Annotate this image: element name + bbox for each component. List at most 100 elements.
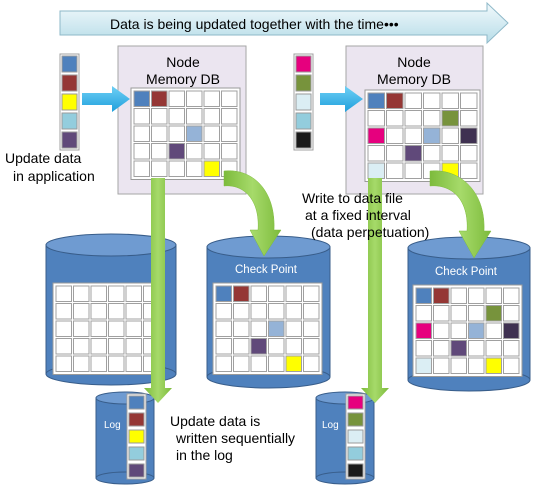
checkpoint-left-cell: [215, 303, 232, 320]
node-title-left-2: Memory DB: [146, 71, 220, 87]
data-file-cell: [73, 355, 90, 372]
log-left-block: [128, 463, 145, 478]
checkpoint-right-cell: [450, 357, 467, 374]
checkpoint-left-cell: [268, 355, 285, 372]
memory-left-cell: [221, 108, 238, 125]
checkpoint-right-cell: [485, 287, 502, 304]
memory-left-cell: [221, 90, 238, 107]
checkpoint-left-cell: [250, 320, 267, 337]
checkpoint-left-cell: [285, 355, 302, 372]
memory-right-cell: [404, 110, 422, 127]
memory-left-cell: [168, 108, 185, 125]
data-file-cell: [55, 320, 72, 337]
note-log-3: in the log: [176, 447, 233, 463]
note-update-2: in application: [13, 168, 95, 184]
log-write-arrow-left: [144, 178, 172, 403]
update-queue-left: [59, 53, 80, 151]
checkpoint-right-cell: [415, 340, 432, 357]
memory-right-cell: [404, 145, 422, 162]
data-file-cell: [73, 338, 90, 355]
checkpoint-left-cell: [250, 338, 267, 355]
banner-text: Data is being updated together with the …: [110, 16, 399, 32]
memory-left-cell: [133, 125, 150, 142]
memory-left-cell: [203, 143, 220, 160]
checkpoint-right-cell: [450, 287, 467, 304]
queue-right-block: [295, 55, 312, 73]
memory-left-cell: [133, 90, 150, 107]
checkpoint-right-cell: [433, 287, 450, 304]
memory-right-cell: [423, 92, 441, 109]
data-file-cell: [73, 285, 90, 302]
memory-right-cell: [386, 110, 404, 127]
log-left-block: [128, 395, 145, 410]
data-file-cell: [73, 320, 90, 337]
note-write-3: (data perpetuation): [311, 224, 429, 240]
data-file-cell: [125, 303, 142, 320]
checkpoint-left-cell: [215, 285, 232, 302]
log-left-block: [128, 412, 145, 427]
memory-left-cell: [151, 160, 168, 177]
checkpoint-grid-left: [212, 282, 323, 375]
checkpoint-right-cell: [450, 340, 467, 357]
checkpoint-right-cell: [503, 340, 520, 357]
checkpoint-right-cell: [433, 305, 450, 322]
checkpoint-right-cell: [433, 357, 450, 374]
data-file-cell: [108, 285, 125, 302]
memory-right-cell: [423, 110, 441, 127]
data-file-cell: [90, 285, 107, 302]
log-right-block: [347, 412, 364, 427]
log-entries-right: [345, 393, 366, 480]
log-write-arrow-right: [361, 178, 389, 403]
log-entries-left: [126, 393, 147, 480]
data-file-cell: [108, 303, 125, 320]
checkpoint-left-cell: [250, 355, 267, 372]
memory-right-cell: [367, 92, 385, 109]
timeline-banner: Data is being updated together with the …: [59, 1, 509, 45]
checkpoint-write-arrow-left: [223, 170, 282, 257]
checkpoint-right-cell: [468, 357, 485, 374]
checkpoint-left-cell: [215, 355, 232, 372]
checkpoint-left-cell: [268, 285, 285, 302]
note-log-1: Update data is: [170, 413, 260, 429]
memory-right-cell: [460, 127, 478, 144]
memory-right-cell: [441, 145, 459, 162]
note-update-1: Update data: [5, 150, 81, 166]
data-file-cell: [125, 355, 142, 372]
queue-left-block: [61, 74, 78, 92]
memory-left-cell: [203, 160, 220, 177]
queue-right-block: [295, 74, 312, 92]
checkpoint-right-cell: [503, 287, 520, 304]
memory-right-cell: [441, 92, 459, 109]
node-title-right-1: Node: [397, 54, 431, 70]
memory-left-cell: [168, 143, 185, 160]
memory-left-cell: [133, 143, 150, 160]
memory-right-cell: [404, 92, 422, 109]
memory-right-cell: [367, 110, 385, 127]
memory-right-cell: [460, 145, 478, 162]
checkpoint-left-cell: [233, 303, 250, 320]
memory-right-cell: [386, 162, 404, 179]
log-label-right: Log: [322, 420, 339, 431]
data-file-cell: [55, 285, 72, 302]
checkpoint-right-cell: [485, 322, 502, 339]
checkpoint-left-cell: [303, 303, 320, 320]
memory-left-cell: [133, 108, 150, 125]
queue-right-block: [295, 93, 312, 111]
memory-left-cell: [168, 90, 185, 107]
data-file-cell: [108, 355, 125, 372]
data-file-cell: [90, 338, 107, 355]
checkpoint-left-cell: [303, 338, 320, 355]
memory-grid-left: [130, 87, 241, 180]
data-file-grid-left: [52, 282, 163, 375]
memory-grid-right: [364, 89, 481, 182]
checkpoint-right-cell: [450, 322, 467, 339]
checkpoint-right-cell: [433, 322, 450, 339]
checkpoint-left-cell: [233, 285, 250, 302]
memory-right-cell: [386, 145, 404, 162]
checkpoint-left-cell: [285, 338, 302, 355]
memory-left-cell: [221, 143, 238, 160]
log-right-block: [347, 429, 364, 444]
memory-right-cell: [386, 92, 404, 109]
checkpoint-left-cell: [233, 338, 250, 355]
update-arrow-left: [82, 86, 130, 112]
